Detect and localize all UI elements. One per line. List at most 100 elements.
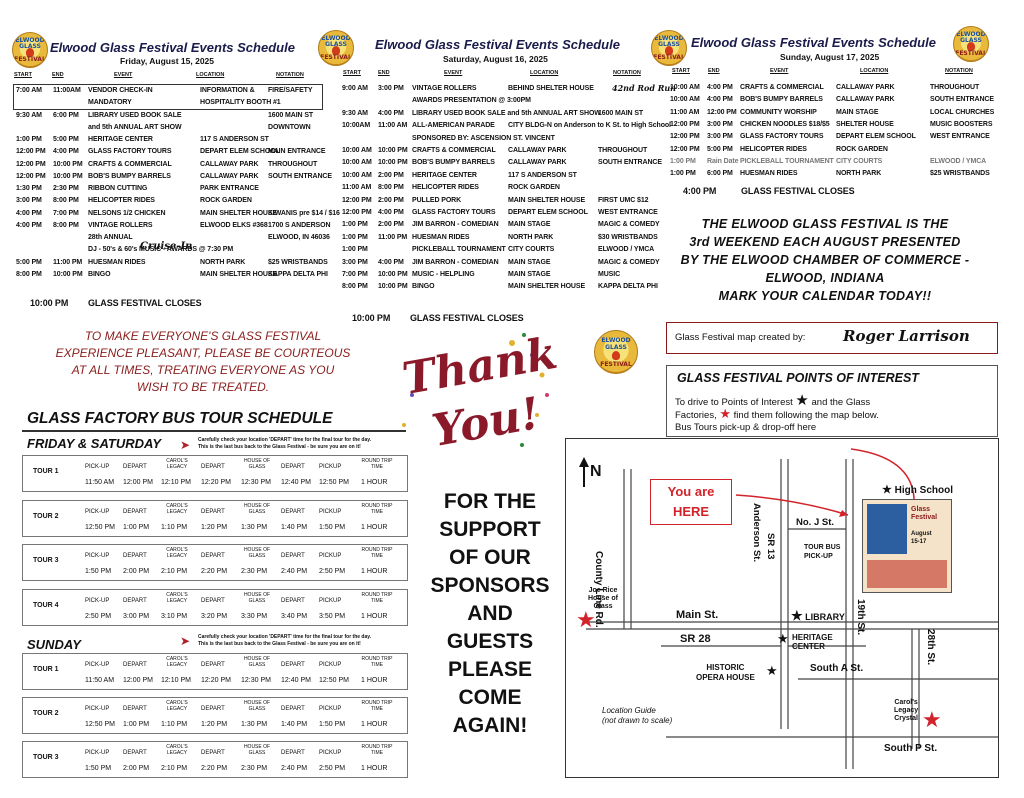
- event-name: HERITAGE CENTER: [412, 171, 477, 179]
- event-name: HELICOPTER RIDES: [88, 197, 155, 205]
- end-time: 10:00 PM: [378, 159, 408, 167]
- tour-time: 12:50 PM: [85, 523, 115, 531]
- tour-column-header: PICKUP: [319, 464, 342, 470]
- start-time: 5:00 PM: [16, 258, 42, 266]
- tour-column-header: ROUND TRIP TIME: [361, 700, 393, 712]
- end-time: 2:00 PM: [378, 221, 404, 229]
- col-start: START: [672, 68, 690, 74]
- you-are-here-box: You are HERE: [650, 479, 732, 525]
- event-location: ELWOOD ELKS #368: [200, 221, 268, 229]
- high-school-label: ★ High School: [882, 484, 953, 496]
- south-p-label: South P St.: [884, 743, 938, 754]
- tour-column-header: HOUSE OF GLASS: [243, 744, 271, 756]
- start-time: 12:00 PM: [16, 160, 46, 168]
- end-time: 11:00 PM: [378, 233, 408, 241]
- event-location: CALLAWAY PARK: [836, 96, 895, 104]
- end-time: 10:00 PM: [378, 283, 408, 291]
- tour-time: 12:40 PM: [281, 677, 311, 684]
- event-name: HERITAGE CENTER: [88, 136, 153, 143]
- col-notation: NOTATION: [945, 68, 973, 74]
- event-name: BINGO: [88, 270, 111, 278]
- courtesy-message: TO MAKE EVERYONE'S GLASS FESTIVAL EXPERI…: [55, 329, 351, 394]
- tour-time: 12:10 PM: [161, 677, 191, 684]
- 28th-label: 28th St.: [925, 629, 936, 666]
- event-location: MAIN STAGE: [508, 271, 551, 278]
- flame-icon: [665, 46, 673, 55]
- tour-time: 1 HOUR: [361, 765, 388, 772]
- start-time: 11:00 AM: [670, 108, 700, 116]
- event-location: NORTH PARK: [508, 233, 554, 241]
- event-name: HUESMAN RIDES: [412, 233, 470, 241]
- start-time: 4:00 PM: [16, 221, 42, 229]
- tour-time: 12:00 PM: [123, 677, 153, 684]
- red-star-icon: ★: [576, 607, 596, 632]
- event-location: CALLAWAY PARK: [508, 147, 567, 154]
- start-time: 7:00 AM: [16, 87, 42, 94]
- flame-icon: [967, 42, 975, 51]
- tour-time: 12:50 PM: [85, 721, 115, 728]
- event-name: AWARDS PRESENTATION @ 3:00PM: [412, 97, 531, 105]
- start-time: 10:00 AM: [342, 159, 372, 167]
- tour-time: 1:40 PM: [281, 721, 308, 728]
- tour-note-1: Carefully check your location 'DEPART' t…: [198, 634, 372, 640]
- tour-column-header: CAROL'S LEGACY: [166, 502, 188, 515]
- tour-column-header: ROUND TRIP TIME: [361, 744, 393, 756]
- end-time: 3:00 PM: [378, 85, 404, 92]
- event-name: MUSIC - HELPLING: [412, 271, 475, 278]
- start-time: 10:00 AM: [670, 84, 700, 91]
- tour-column-header: PICK-UP: [85, 553, 110, 559]
- end-time: 7:00 PM: [53, 209, 79, 217]
- tour-time: 2:30 PM: [241, 568, 268, 575]
- tour-column-header: DEPART: [123, 464, 147, 470]
- tour-column-header: DEPART: [281, 750, 305, 756]
- event-name: LIBRARY USED BOOK SALE and 5th ANNUAL AR…: [412, 109, 601, 117]
- start-time: 1:00 PM: [670, 157, 696, 165]
- end-time: 6:00 PM: [53, 111, 79, 119]
- tour-time: 1:30 PM: [241, 721, 268, 728]
- end-time: 5:00 PM: [707, 145, 733, 153]
- tour-time: 12:00 PM: [123, 479, 153, 486]
- tour-column-header: DEPART: [123, 706, 147, 712]
- black-star-icon: ★: [795, 392, 809, 409]
- tour-column-header: ROUND TRIP TIME: [361, 656, 393, 668]
- tour-column-header: DEPART: [201, 706, 225, 712]
- flame-icon: [612, 351, 620, 360]
- event-notation: $25 WRISTBANDS: [268, 258, 328, 266]
- event-name: BOB'S BUMPY BARRELS: [88, 172, 171, 180]
- tour-time: 2:10 PM: [161, 765, 188, 772]
- tour-column-header: DEPART: [281, 464, 305, 470]
- event-name: GLASS FACTORY TOURS: [740, 133, 824, 141]
- anderson-label: Anderson St.: [751, 503, 762, 563]
- event-name: COMMUNITY WORSHIP: [740, 108, 817, 116]
- tour-time: 1:30 PM: [241, 523, 268, 531]
- end-time: 10:00 PM: [53, 270, 83, 278]
- event-name: VINTAGE ROLLERS: [412, 85, 477, 92]
- event-notation: THROUGHOUT: [598, 147, 648, 154]
- tour-column-header: DEPART: [201, 553, 225, 559]
- tour-time: 1 HOUR: [361, 612, 388, 620]
- event-notation: $25 WRISTBANDS: [930, 170, 990, 178]
- fri-sat-label: FRIDAY & SATURDAY: [27, 436, 162, 451]
- start-time: 1:00 PM: [16, 136, 42, 143]
- end-time: 6:00 PM: [707, 170, 733, 178]
- event-notation: SOUTH ENTRANCE: [930, 96, 994, 104]
- start-time: 11:00 AM: [342, 184, 372, 192]
- flyer-image: [867, 560, 947, 588]
- end-time: 12:00 PM: [707, 108, 737, 116]
- sunday-title: Elwood Glass Festival Events Schedule: [691, 35, 936, 50]
- black-star-icon: ★: [777, 631, 789, 646]
- col-start: START: [14, 72, 32, 78]
- tour-column-header: ROUND TRIP TIME: [361, 591, 393, 604]
- tour-column-header: PICK-UP: [85, 750, 110, 756]
- end-time: Rain Date: [707, 157, 739, 165]
- tour-column-header: HOUSE OF GLASS: [243, 547, 271, 559]
- start-time: 7:00 PM: [342, 271, 368, 278]
- event-location: MAIN SHELTER HOUSE: [508, 283, 586, 291]
- col-end: END: [708, 68, 720, 74]
- end-time: 5:00 PM: [53, 136, 79, 143]
- tour-note-1: Carefully check your location 'DEPART' t…: [198, 437, 372, 443]
